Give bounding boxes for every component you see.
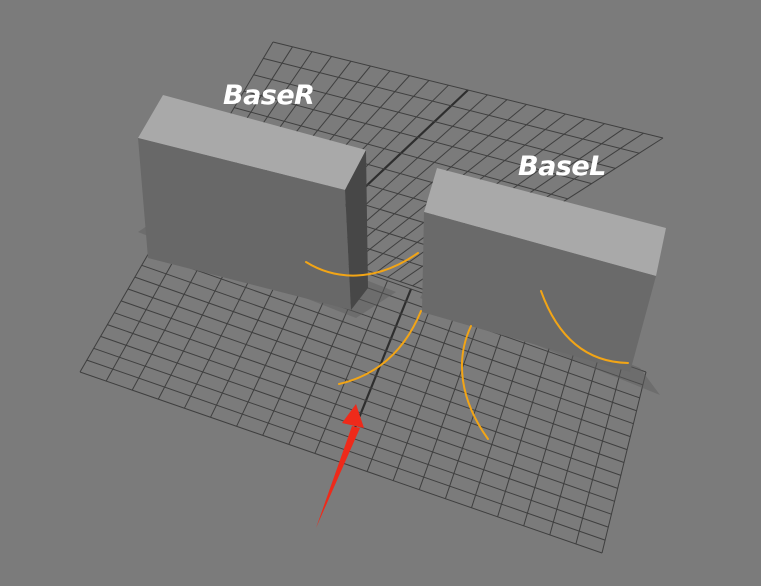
baser-top-face — [138, 95, 366, 190]
baser-label: BaseR — [223, 80, 314, 111]
curve-right — [540, 290, 629, 364]
curve-under-baser — [305, 252, 419, 277]
red-arrow-annotation — [316, 404, 364, 528]
curve-center — [461, 325, 489, 440]
baser-box[interactable] — [138, 95, 368, 310]
baser-front-face — [138, 138, 351, 310]
baser-side-face — [345, 150, 368, 310]
curve-center-left — [338, 310, 422, 385]
basel-top-face — [424, 168, 666, 276]
basel-label: BaseL — [518, 151, 606, 182]
basel-front-face — [422, 212, 656, 372]
basel-box[interactable] — [422, 168, 666, 372]
orange-curves — [305, 252, 629, 440]
